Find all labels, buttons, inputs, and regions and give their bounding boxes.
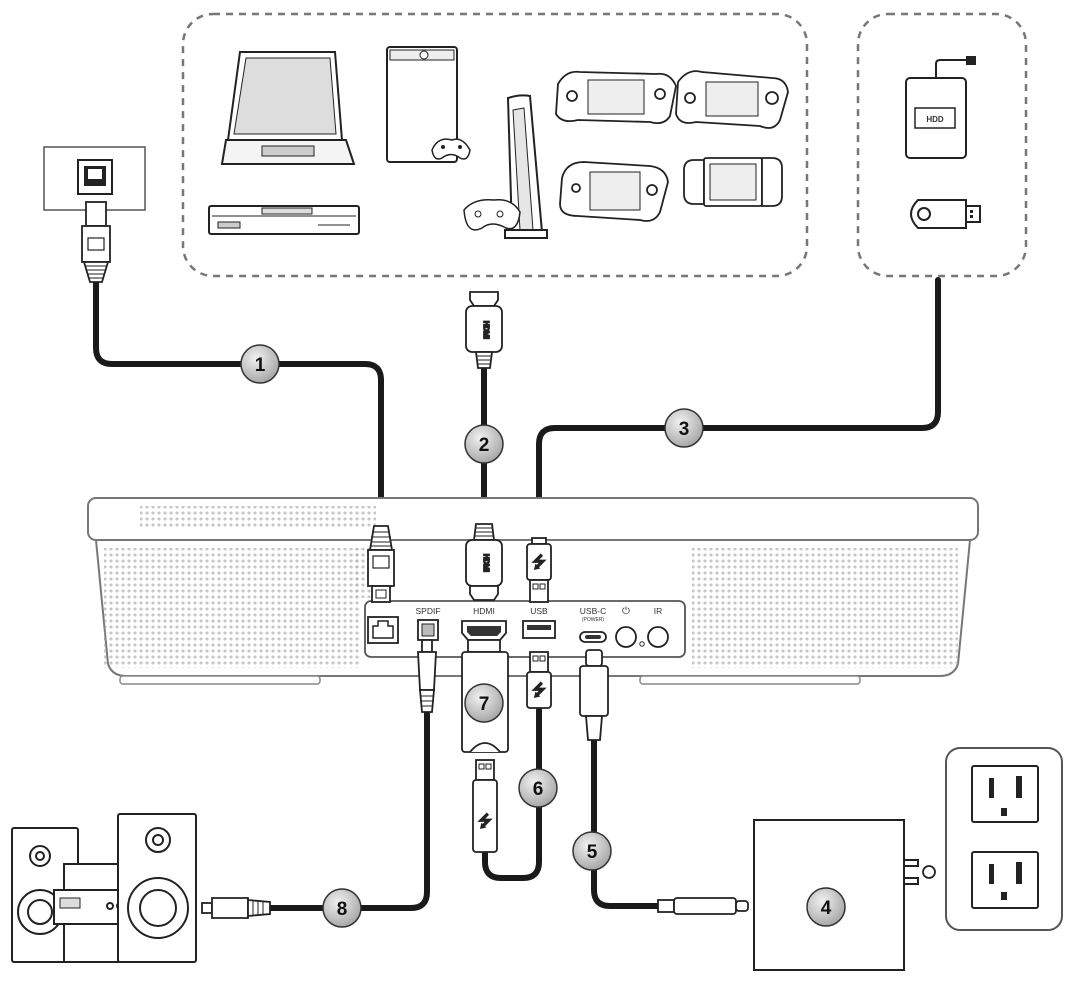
callout-4-label: 4 [821, 898, 832, 919]
usb-storage-cable [536, 277, 941, 545]
audio-plug-icon [201, 897, 271, 919]
callout-2: 2 [464, 424, 504, 464]
projector: SPDIF HDMI USB USB-C (POWER) [87, 497, 979, 685]
callout-6-label: 6 [533, 779, 544, 800]
callout-7-label: 7 [479, 694, 490, 715]
usb-dongle-cable [482, 707, 542, 881]
callout-7: 7 [464, 683, 504, 723]
callout-8-label: 8 [337, 899, 348, 920]
usbc-port-sublabel: (POWER) [582, 617, 605, 623]
hdmi-port-label: HDMI [473, 606, 495, 616]
hdmi-plug-bottom-text: HDMI [482, 554, 489, 572]
storage-devices-group: HDD [856, 12, 1028, 278]
handheld-console-icon-3 [559, 161, 669, 222]
power-button[interactable] [615, 626, 645, 648]
media-player-icon [208, 205, 360, 235]
usb-flash-drive-icon [910, 199, 981, 229]
usbc-plug-adapter-icon [657, 897, 749, 915]
usbc-plug-icon [579, 649, 609, 741]
power-adapter-icon [753, 819, 936, 971]
hdmi-plug-bottom-icon: HDMI [465, 523, 503, 601]
spdif-plug-icon [417, 639, 437, 713]
spdif-port-label: SPDIF [415, 606, 440, 616]
ethernet-plug-bottom-icon [367, 525, 395, 603]
hdmi-plug-top-text: HDMI [482, 321, 489, 339]
handheld-console-icon-1 [555, 70, 677, 125]
cables [93, 277, 941, 911]
spdif-port[interactable] [417, 619, 439, 641]
usbc-port-label: USB-C [580, 606, 606, 616]
callout-1: 1 [240, 344, 280, 384]
callout-5-label: 5 [587, 842, 598, 863]
usb-plug-dongle-bottom-symbol: ⭍ [479, 813, 492, 830]
source-devices-group [181, 12, 809, 278]
callout-8: 8 [322, 888, 362, 928]
callout-5: 5 [572, 831, 612, 871]
spdif-audio-cable [267, 709, 430, 911]
ir-sensor-label: IR [654, 606, 663, 616]
hdmi-port[interactable] [461, 620, 507, 641]
power-symbol-label: ⏻ [622, 606, 630, 617]
hdmi-plug-top-icon: HDMI [465, 291, 503, 369]
callout-2-label: 2 [479, 435, 490, 456]
usb-plug-dongle-bottom-icon: ⭍ [472, 759, 498, 853]
hdd-icon: HDD [905, 56, 976, 159]
usb-port-label: USB [530, 606, 548, 616]
laptop-icon [220, 51, 356, 165]
ethernet-port[interactable] [367, 616, 399, 644]
ir-sensor [647, 626, 669, 648]
usbc-port[interactable] [579, 631, 607, 643]
usb-plug-storage-symbol: ⭍ [533, 554, 546, 571]
handheld-console-icon-2 [675, 70, 789, 129]
callout-4: 4 [806, 887, 846, 927]
usb-plug-dongle-top-icon: ⭍ [526, 651, 552, 709]
game-console-vertical-icon [463, 94, 548, 239]
hdd-label: HDD [926, 115, 944, 124]
port-panel: SPDIF HDMI USB USB-C (POWER) [364, 600, 686, 658]
wall-outlet-icon [945, 747, 1063, 931]
ethernet-plug-top-icon [81, 201, 111, 283]
usb-port[interactable] [522, 620, 556, 639]
callout-3-label: 3 [679, 419, 690, 440]
handheld-console-icon-4 [683, 157, 783, 207]
callout-1-label: 1 [255, 355, 266, 376]
usb-plug-dongle-top-symbol: ⭍ [533, 682, 546, 699]
usb-c-power-cable [591, 737, 663, 909]
game-console-tower-icon [386, 46, 471, 163]
ethernet-cable [93, 277, 384, 531]
ethernet-wall-jack-icon [43, 146, 146, 211]
callout-3: 3 [664, 408, 704, 448]
callout-6: 6 [518, 768, 558, 808]
speakers-stereo-icon [11, 813, 197, 963]
usb-plug-storage-icon: ⭍ [526, 537, 552, 603]
